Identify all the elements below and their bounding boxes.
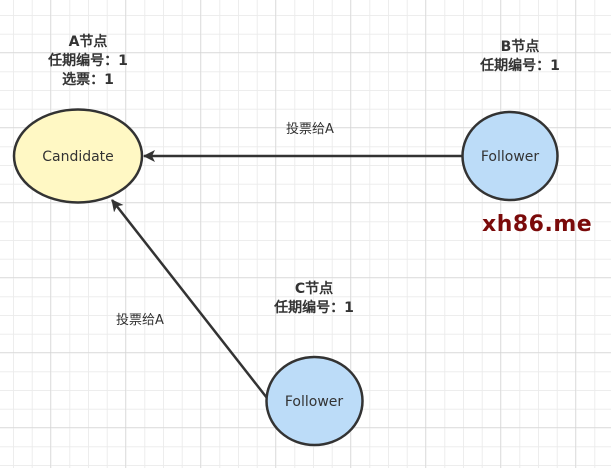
watermark-text: xh86.me — [482, 212, 593, 237]
edge-c-to-a[interactable] — [111, 199, 268, 399]
node-c-info: C节点 任期编号：1 — [274, 280, 354, 318]
node-a-name: A节点 — [68, 34, 108, 50]
node-c-name: C节点 — [294, 281, 334, 297]
node-a-term: 任期编号：1 — [48, 53, 128, 69]
node-b-name: B节点 — [500, 39, 540, 55]
node-b-info: B节点 任期编号：1 — [480, 38, 560, 76]
edge-c-to-a-label: 投票给A — [116, 313, 164, 328]
node-c-follower-shape[interactable] — [265, 355, 364, 447]
node-c-term: 任期编号：1 — [274, 300, 354, 316]
node-b-follower-shape[interactable] — [461, 110, 559, 202]
edge-b-to-a-label: 投票给A — [286, 122, 334, 137]
node-b-text: Follower — [480, 149, 540, 165]
node-a-text: Candidate — [42, 149, 114, 165]
node-a-info: A节点 任期编号：1 选票：1 — [48, 33, 128, 90]
node-a-candidate-shape[interactable] — [12, 108, 144, 204]
node-b-term: 任期编号：1 — [480, 58, 560, 74]
node-a-votes: 选票：1 — [62, 72, 114, 88]
node-c-text: Follower — [284, 394, 344, 410]
